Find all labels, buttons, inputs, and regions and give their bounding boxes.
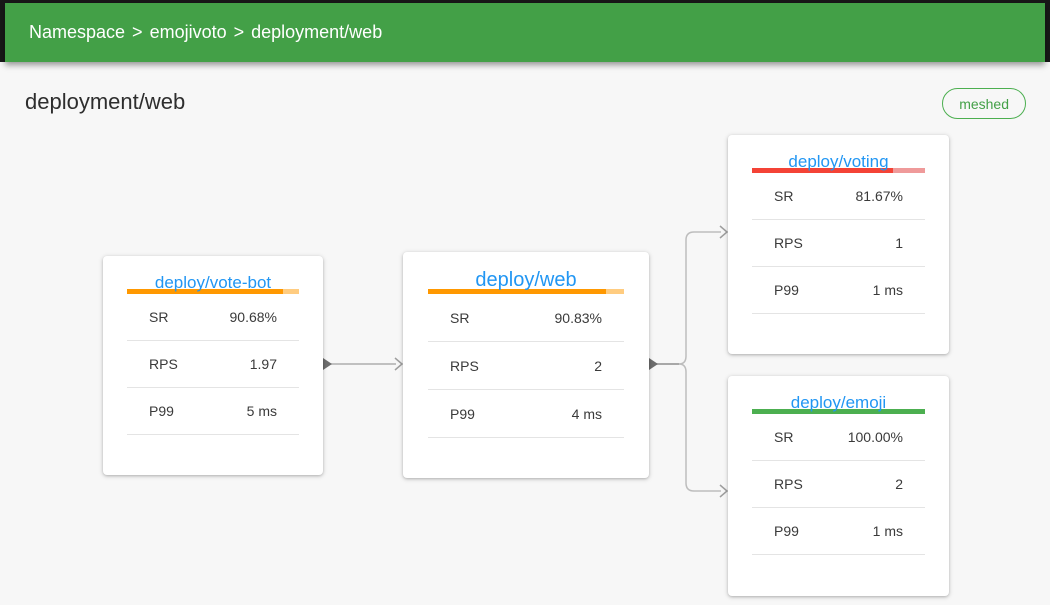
stat-value: 2 (594, 358, 602, 374)
edge-arrowhead-icon (395, 358, 402, 370)
stat-value: 4 ms (572, 406, 602, 422)
content-area: deployment/web meshed deploy/vote-bot SR… (0, 62, 1050, 605)
stat-row-rps: RPS 1.97 (127, 341, 299, 388)
node-title-link[interactable]: deploy/voting (728, 135, 949, 159)
edge-origin-dot (323, 358, 332, 370)
node-title-link[interactable]: deploy/web (403, 252, 649, 280)
breadcrumb-separator: > (234, 22, 245, 43)
breadcrumb-emojivoto[interactable]: emojivoto (150, 22, 227, 43)
stat-value: 1 ms (873, 282, 903, 298)
stat-value: 5 ms (247, 403, 277, 419)
stat-row-sr: SR 90.68% (127, 294, 299, 341)
stat-label: P99 (774, 282, 799, 298)
meshed-status-badge: meshed (942, 88, 1026, 119)
page-title: deployment/web (25, 89, 185, 115)
stat-label: RPS (450, 358, 479, 374)
stat-row-p99: P99 1 ms (752, 267, 925, 314)
app-bar: Namespace > emojivoto > deployment/web (5, 3, 1045, 62)
node-card-emoji[interactable]: deploy/emoji SR 100.00% RPS 2 P99 1 ms (728, 376, 949, 596)
stats-table: SR 81.67% RPS 1 P99 1 ms (752, 173, 925, 314)
stat-row-sr: SR 90.83% (428, 294, 624, 342)
stat-label: RPS (774, 476, 803, 492)
node-card-web[interactable]: deploy/web SR 90.83% RPS 2 P99 4 ms (403, 252, 649, 478)
stat-row-sr: SR 81.67% (752, 173, 925, 220)
node-title-link[interactable]: deploy/emoji (728, 376, 949, 400)
stat-value: 1.97 (250, 356, 277, 372)
breadcrumb: Namespace > emojivoto > deployment/web (29, 22, 382, 43)
breadcrumb-separator: > (132, 22, 143, 43)
breadcrumb-deployment-web[interactable]: deployment/web (251, 22, 382, 43)
stat-label: SR (774, 429, 793, 445)
stat-value: 81.67% (856, 188, 903, 204)
edge-web-to-voting (679, 232, 721, 364)
stat-row-rps: RPS 1 (752, 220, 925, 267)
breadcrumb-namespace[interactable]: Namespace (29, 22, 125, 43)
edge-origin-dot (649, 358, 658, 370)
stat-row-sr: SR 100.00% (752, 414, 925, 461)
stat-label: SR (774, 188, 793, 204)
stats-table: SR 100.00% RPS 2 P99 1 ms (752, 414, 925, 555)
stat-row-rps: RPS 2 (752, 461, 925, 508)
stat-label: SR (149, 309, 168, 325)
stat-value: 100.00% (848, 429, 903, 445)
stat-value: 90.83% (555, 310, 602, 326)
edge-arrowhead-icon (720, 485, 727, 497)
stat-value: 90.68% (230, 309, 277, 325)
node-title-link[interactable]: deploy/vote-bot (103, 256, 323, 280)
node-card-voting[interactable]: deploy/voting SR 81.67% RPS 1 P99 1 ms (728, 135, 949, 354)
stats-table: SR 90.83% RPS 2 P99 4 ms (428, 294, 624, 438)
stat-label: P99 (450, 406, 475, 422)
stat-row-p99: P99 5 ms (127, 388, 299, 435)
stat-row-rps: RPS 2 (428, 342, 624, 390)
stat-label: P99 (149, 403, 174, 419)
stat-label: P99 (774, 523, 799, 539)
stat-row-p99: P99 1 ms (752, 508, 925, 555)
stat-value: 1 (895, 235, 903, 251)
stat-row-p99: P99 4 ms (428, 390, 624, 438)
edge-arrowhead-icon (720, 226, 727, 238)
window-frame: Namespace > emojivoto > deployment/web (0, 0, 1050, 62)
stat-value: 2 (895, 476, 903, 492)
stat-label: SR (450, 310, 469, 326)
node-card-vote-bot[interactable]: deploy/vote-bot SR 90.68% RPS 1.97 P99 5… (103, 256, 323, 475)
stats-table: SR 90.68% RPS 1.97 P99 5 ms (127, 294, 299, 435)
stat-label: RPS (774, 235, 803, 251)
edge-web-to-emoji (679, 364, 721, 491)
stat-label: RPS (149, 356, 178, 372)
stat-value: 1 ms (873, 523, 903, 539)
